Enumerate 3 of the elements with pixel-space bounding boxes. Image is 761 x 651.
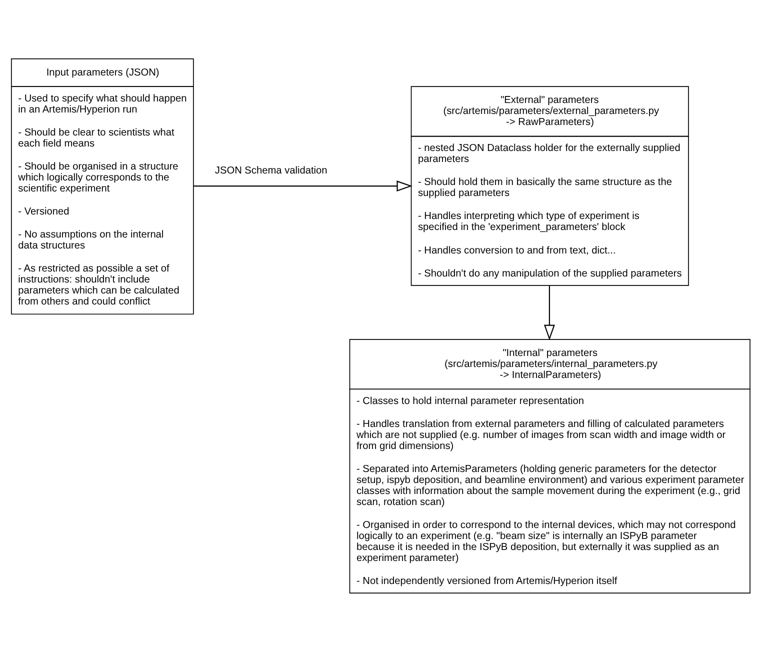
arrow: [194, 180, 412, 192]
edge-label: JSON Schema validation: [214, 165, 328, 176]
arrow: [544, 286, 555, 340]
